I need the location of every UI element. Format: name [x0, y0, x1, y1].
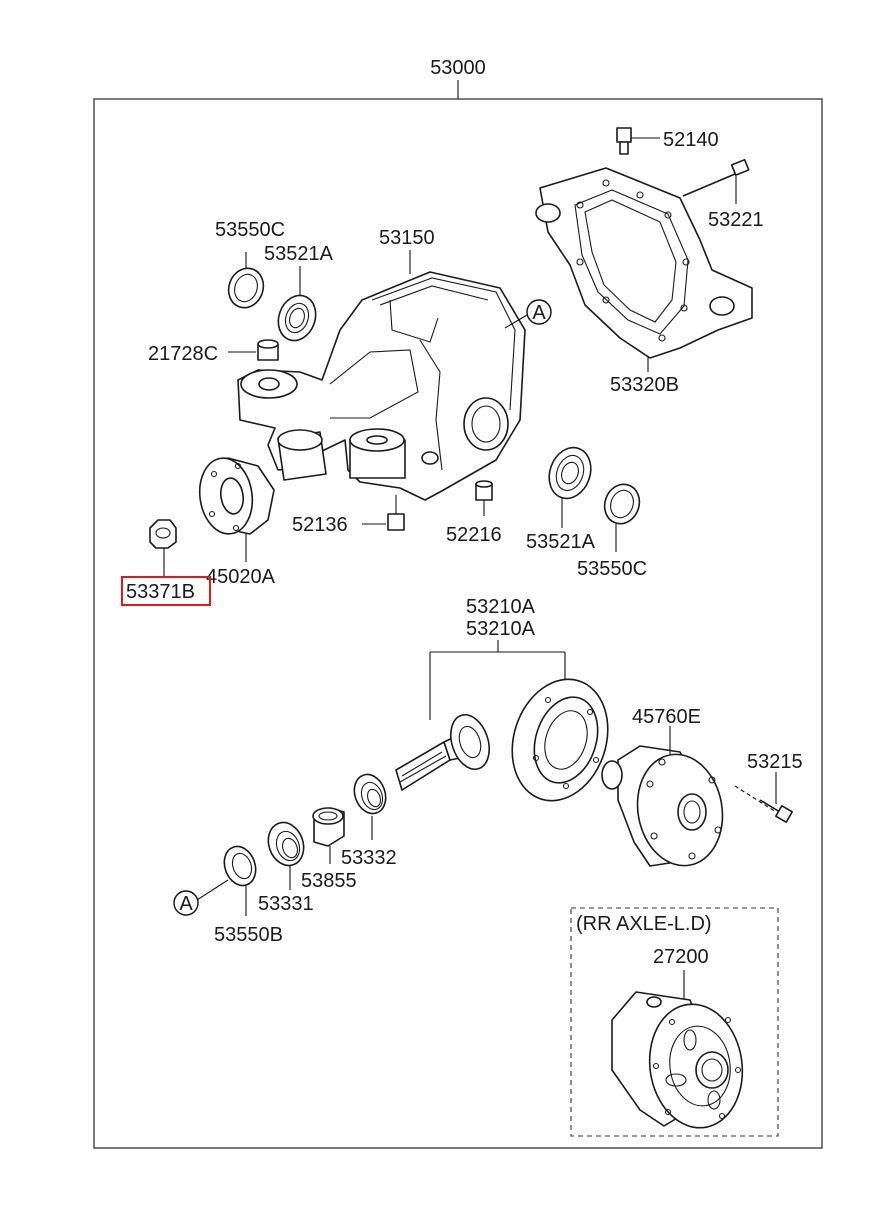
inset-frame — [570, 907, 779, 1137]
ref-a-bottom-circle — [173, 890, 199, 916]
spacer-53855[interactable] — [312, 807, 345, 847]
label-53521A-right[interactable]: 53521A — [526, 531, 596, 553]
rear-cover-53320B[interactable] — [535, 167, 753, 359]
bearing-53521A-top[interactable] — [272, 290, 322, 346]
ring-gear-53210A[interactable] — [497, 667, 623, 813]
label-53550B[interactable]: 53550B — [214, 924, 283, 946]
leader-ref-a-bottom — [196, 879, 229, 901]
inset-title: (RR AXLE-L.D) — [576, 913, 712, 935]
label-21728C[interactable]: 21728C — [148, 343, 218, 365]
inset-part-label[interactable]: 27200 — [653, 946, 709, 968]
seal-53550C-right[interactable] — [599, 479, 645, 528]
assembly-label: 53000 — [430, 57, 486, 79]
bearing-53332[interactable] — [349, 770, 391, 818]
label-53855[interactable]: 53855 — [301, 870, 357, 892]
ref-a-bottom: A — [179, 893, 193, 915]
carrier-housing-53150[interactable] — [237, 271, 526, 501]
plug-52216[interactable] — [475, 480, 493, 501]
label-53371B[interactable]: 53371B — [126, 581, 195, 603]
label-45760E[interactable]: 45760E — [632, 706, 701, 728]
label-53521A-top[interactable]: 53521A — [264, 243, 334, 265]
plug-52140[interactable] — [616, 127, 632, 155]
pinion-gear-53210A[interactable] — [395, 710, 496, 791]
bearing-53521A-right[interactable] — [542, 442, 597, 505]
bearing-53331[interactable] — [263, 818, 310, 871]
label-53150[interactable]: 53150 — [379, 227, 435, 249]
label-53221[interactable]: 53221 — [708, 209, 764, 231]
label-45020A[interactable]: 45020A — [206, 566, 276, 588]
nut-53371B[interactable] — [149, 519, 177, 549]
label-53210A-2[interactable]: 53210A — [466, 618, 536, 640]
ref-a-top: A — [532, 302, 546, 324]
bolt-52136[interactable] — [387, 495, 405, 531]
seal-53550B[interactable] — [219, 842, 261, 890]
assembly-frame — [93, 98, 823, 1149]
label-53550C-top[interactable]: 53550C — [215, 219, 285, 241]
diff-case-45760E[interactable] — [601, 745, 731, 872]
ref-a-top-circle — [526, 299, 552, 325]
label-53331[interactable]: 53331 — [258, 893, 314, 915]
label-53215[interactable]: 53215 — [747, 751, 803, 773]
bushing-21728C[interactable] — [257, 339, 279, 361]
leader-53210A — [429, 640, 566, 720]
lsd-diff-27200[interactable] — [611, 991, 750, 1134]
label-53320B[interactable]: 53320B — [610, 374, 679, 396]
flange-45020A[interactable] — [195, 455, 275, 537]
leader-ref-a-top — [504, 314, 528, 329]
highlight-box-53371B — [121, 576, 211, 606]
label-52140[interactable]: 52140 — [663, 129, 719, 151]
label-53550C-right[interactable]: 53550C — [577, 558, 647, 580]
bolt-53215[interactable] — [734, 785, 793, 823]
label-53332[interactable]: 53332 — [341, 847, 397, 869]
label-52136[interactable]: 52136 — [292, 514, 348, 536]
bolt-53221[interactable] — [682, 158, 750, 197]
label-52216[interactable]: 52216 — [446, 524, 502, 546]
seal-53550C-top[interactable] — [223, 263, 269, 312]
label-53210A-1[interactable]: 53210A — [466, 596, 536, 618]
